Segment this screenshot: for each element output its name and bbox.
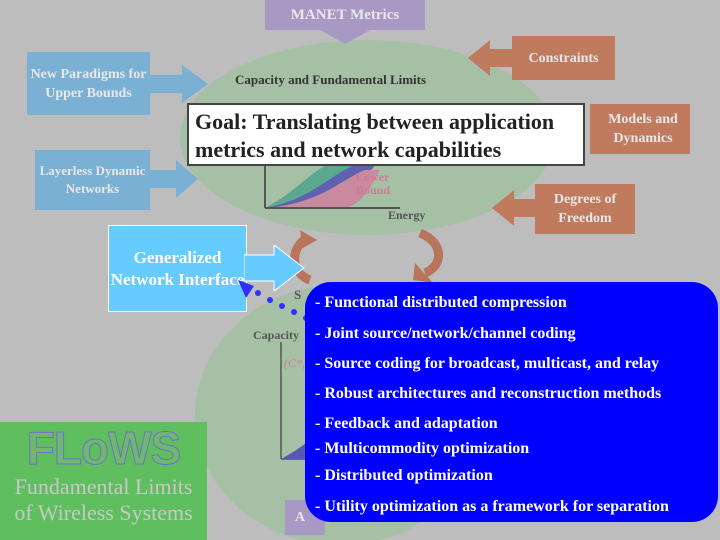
layerless-networks-box: Layerless Dynamic Networks (35, 150, 150, 210)
logo-line-1: Fundamental Limits (14, 474, 193, 499)
list-item: - Source coding for broadcast, multicast… (315, 355, 660, 372)
lower-ellipse-title: S (294, 287, 302, 302)
left-arrow-icon (492, 190, 537, 226)
lower-bound-label: Lower Bound (356, 170, 391, 197)
flows-logo: FLoWS Fundamental Limits of Wireless Sys… (0, 422, 207, 540)
right-arrow-icon (150, 65, 208, 103)
right-arrow-icon (244, 245, 305, 291)
models-dynamics-box: Models and Dynamics (590, 104, 690, 154)
list-item: - Feedback and adaptation (315, 415, 498, 432)
goal-line-2: metrics and network capabilities (195, 137, 502, 162)
capacity-energy-plot (264, 160, 400, 209)
capacity-axis-label: Capacity (253, 328, 299, 342)
constraints-box: Constraints (512, 36, 615, 80)
list-item: - Functional distributed compression (315, 294, 567, 311)
flows-logo-text: FLoWS (26, 422, 181, 475)
logo-line-2: of Wireless Systems (14, 500, 193, 525)
curve-label: (C*, (284, 356, 305, 370)
ellipse-title: Capacity and Fundamental Limits (235, 72, 427, 87)
list-item: - Joint source/network/channel coding (315, 325, 576, 342)
cycle-arrows-icon (290, 228, 444, 285)
list-item: - Distributed optimization (315, 467, 493, 484)
list-item: - Utility optimization as a framework fo… (315, 498, 669, 515)
research-topics-box: - Functional distributed compression - J… (305, 282, 718, 522)
generalized-network-interface-box: Generalized Network Interface (108, 225, 247, 312)
list-item: - Robust architectures and reconstructio… (315, 385, 662, 402)
degrees-of-freedom-box: Degrees of Freedom (535, 184, 635, 234)
new-paradigms-box: New Paradigms for Upper Bounds (27, 52, 150, 115)
list-item: - Multicommodity optimization (315, 440, 530, 457)
energy-axis-label: Energy (388, 208, 426, 222)
goal-line-1: Goal: Translating between application (195, 109, 555, 134)
goal-box: Goal: Translating between application me… (187, 103, 585, 166)
down-arrow-icon (320, 30, 370, 44)
left-arrow-icon (468, 40, 514, 76)
right-arrow-icon (150, 160, 198, 198)
manet-metrics-box: MANET Metrics (265, 0, 425, 30)
